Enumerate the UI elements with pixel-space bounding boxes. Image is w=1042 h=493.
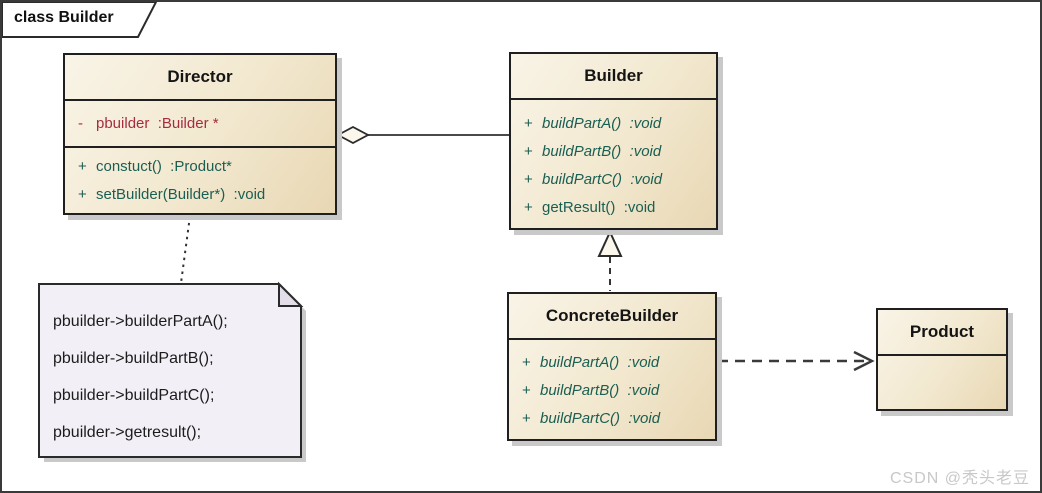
class-director-attributes: - pbuilder :Builder *: [65, 101, 335, 148]
class-director-methods: + constuct() :Product* + setBuilder(Buil…: [65, 148, 335, 209]
note-line: pbuilder->buildPartB();: [53, 350, 214, 367]
class-director-title: Director: [65, 55, 335, 101]
visibility-public: +: [522, 382, 531, 399]
note-line: pbuilder->buildPartC();: [53, 387, 215, 404]
visibility-public: +: [522, 354, 531, 371]
class-product: Product: [876, 308, 1008, 411]
method-buildPartA: + buildPartA() :void: [509, 349, 715, 377]
visibility-public: +: [78, 186, 87, 203]
class-concrete-builder: ConcreteBuilder + buildPartA() :void + b…: [507, 292, 717, 441]
dependency-arrowhead: [853, 350, 875, 372]
visibility-private: -: [78, 114, 83, 132]
class-concrete-builder-title: ConcreteBuilder: [509, 294, 715, 340]
method-getResult: + getResult() :void: [511, 194, 716, 222]
method-constuct: + constuct() :Product*: [65, 153, 335, 181]
visibility-public: +: [524, 199, 533, 216]
visibility-public: +: [522, 410, 531, 427]
class-concrete-builder-methods: + buildPartA() :void + buildPartB() :voi…: [509, 340, 715, 433]
note-line: pbuilder->builderPartA();: [53, 313, 228, 330]
method-buildPartA: + buildPartA() :void: [511, 110, 716, 138]
class-director: Director - pbuilder :Builder * + constuc…: [63, 53, 337, 215]
frame-label: class Builder: [14, 9, 114, 26]
note-shape: [38, 283, 302, 458]
class-product-title: Product: [878, 310, 1006, 356]
class-builder-title: Builder: [511, 54, 716, 100]
aggregation-diamond: [336, 125, 370, 145]
watermark: CSDN @秃头老豆: [889, 470, 1030, 487]
note-link-line: [180, 215, 191, 284]
note: pbuilder->builderPartA(); pbuilder->buil…: [39, 284, 301, 457]
visibility-public: +: [524, 143, 533, 160]
method-buildPartB: + buildPartB() :void: [511, 138, 716, 166]
visibility-public: +: [78, 158, 87, 175]
visibility-public: +: [524, 115, 533, 132]
note-line: pbuilder->getresult();: [53, 424, 202, 441]
attribute-pbuilder: - pbuilder :Builder *: [65, 110, 219, 138]
method-buildPartC: + buildPartC() :void: [509, 405, 715, 433]
class-builder: Builder + buildPartA() :void + buildPart…: [509, 52, 718, 230]
note-fold-corner: [278, 281, 304, 307]
realization-triangle: [597, 229, 623, 257]
class-builder-methods: + buildPartA() :void + buildPartB() :voi…: [511, 100, 716, 222]
method-setBuilder: + setBuilder(Builder*) :void: [65, 181, 335, 209]
visibility-public: +: [524, 171, 533, 188]
method-buildPartB: + buildPartB() :void: [509, 377, 715, 405]
method-buildPartC: + buildPartC() :void: [511, 166, 716, 194]
frame-tab-shape: [2, 2, 158, 38]
